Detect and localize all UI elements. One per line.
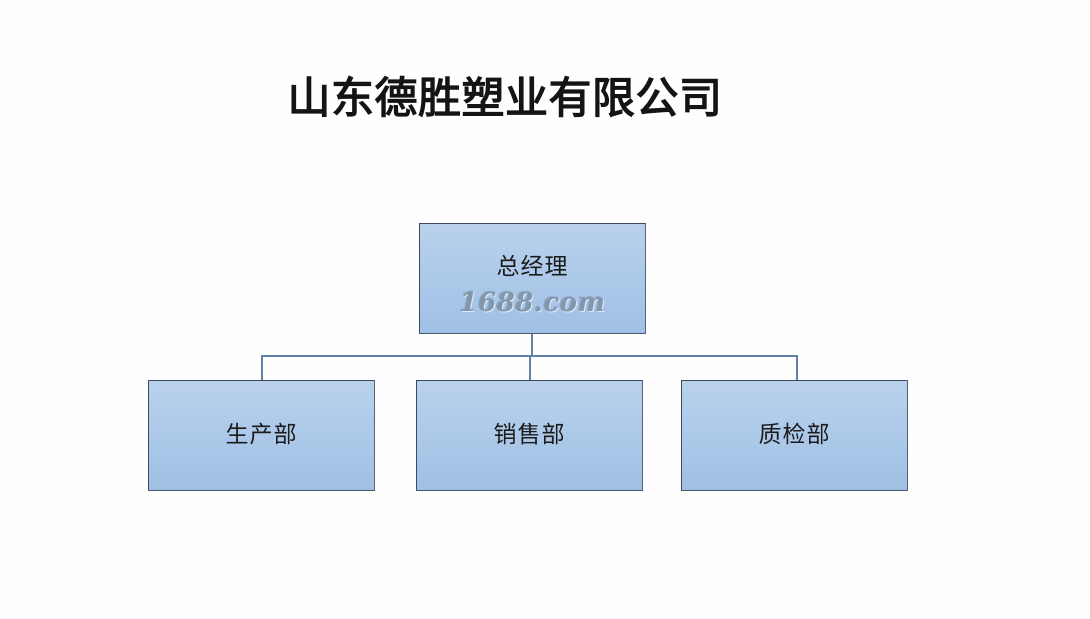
- watermark-text: 1688.com: [459, 288, 606, 318]
- org-node-root[interactable]: 总经理 1688.com: [419, 223, 646, 334]
- connector-drop-sales: [529, 355, 531, 381]
- org-node-production-label: 生产部: [225, 422, 298, 448]
- org-node-production[interactable]: 生产部: [148, 380, 375, 491]
- connector-drop-quality: [796, 355, 798, 381]
- org-node-sales-label: 销售部: [493, 422, 566, 448]
- org-node-quality-label: 质检部: [758, 422, 831, 448]
- connector-root-stem: [531, 334, 533, 357]
- org-node-sales[interactable]: 销售部: [416, 380, 643, 491]
- connector-drop-production: [261, 355, 263, 381]
- page-title: 山东德胜塑业有限公司: [287, 74, 723, 124]
- org-node-root-label: 总经理: [496, 254, 569, 280]
- org-node-quality[interactable]: 质检部: [681, 380, 908, 491]
